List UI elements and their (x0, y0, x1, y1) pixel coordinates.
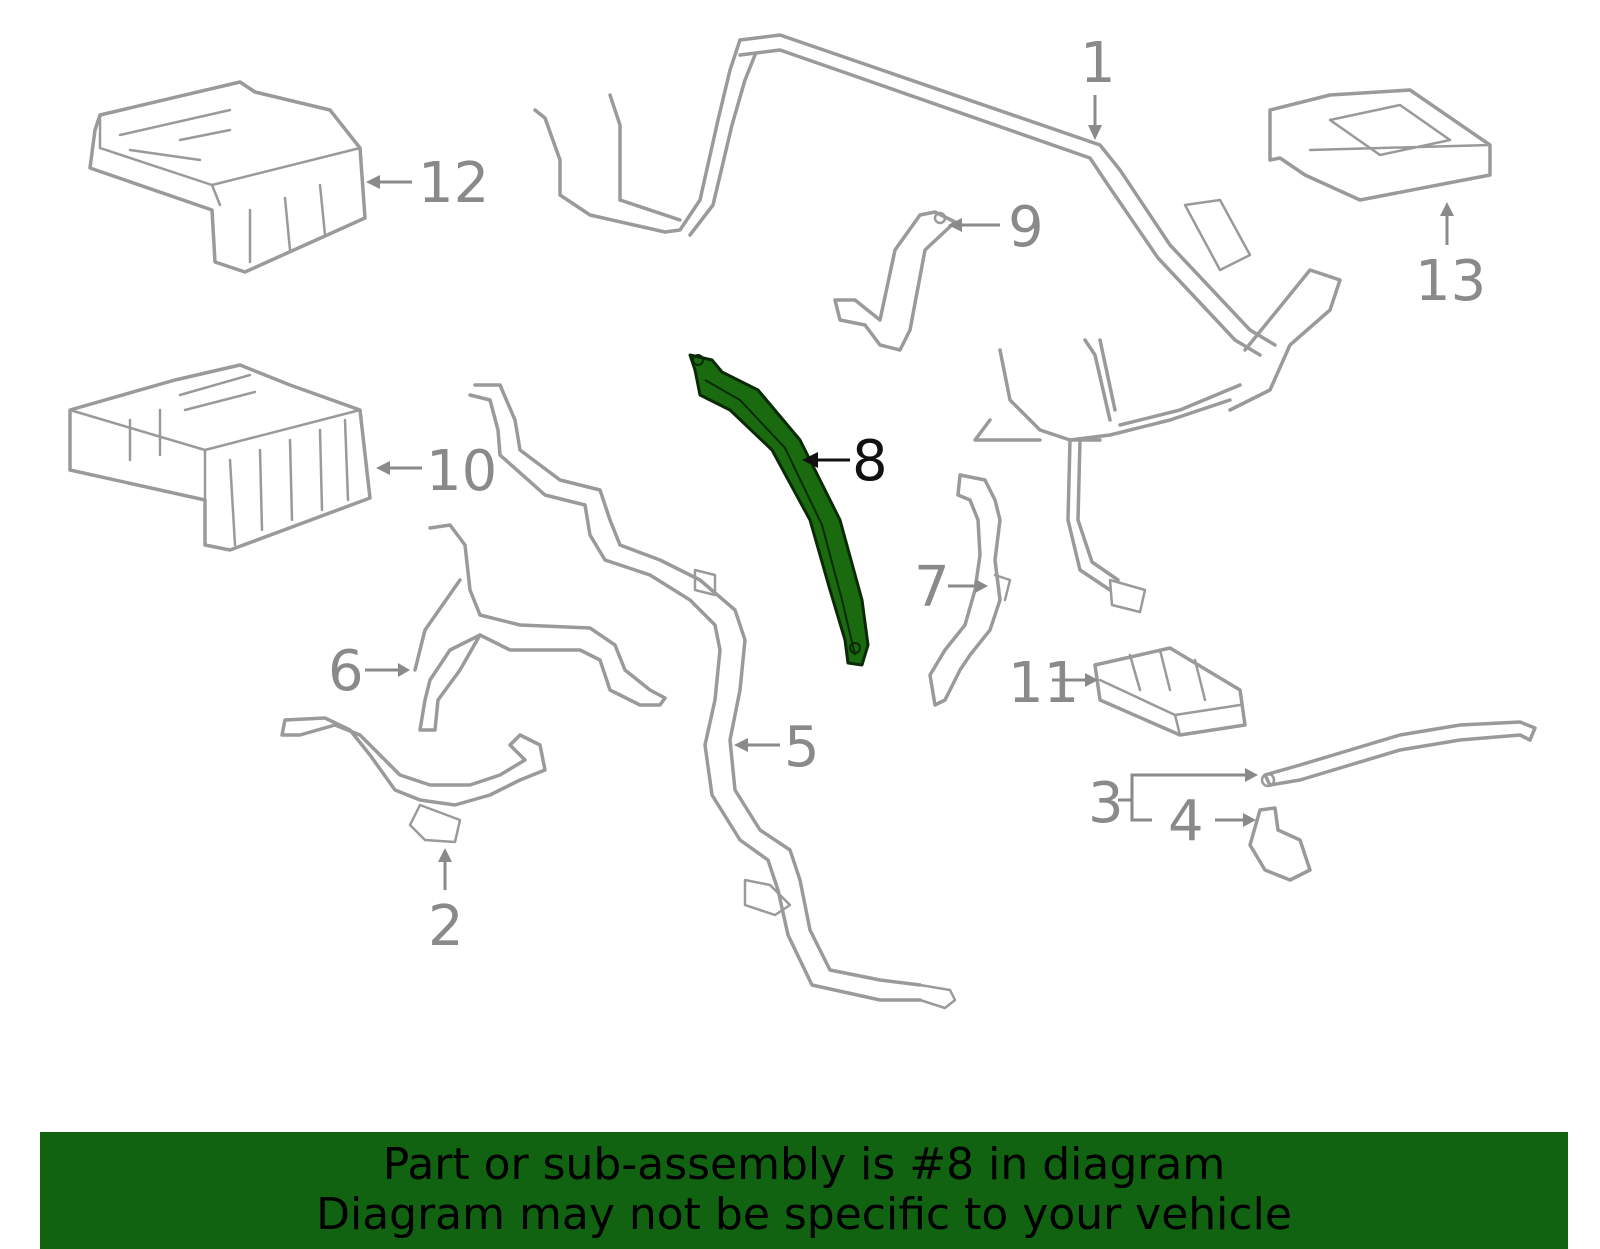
part-6-cable (413, 523, 667, 732)
info-banner: Part or sub-assembly is #8 in diagram Di… (40, 1132, 1568, 1249)
callout-label: 6 (328, 639, 364, 704)
callout-4: 4 (1168, 789, 1256, 854)
part-13-module (1268, 88, 1492, 202)
callout-label: 7 (914, 555, 950, 620)
banner-line-1: Part or sub-assembly is #8 in diagram (382, 1139, 1226, 1190)
callout-2: 2 (428, 848, 464, 959)
callout-label: 12 (418, 151, 489, 216)
callout-12: 12 (366, 151, 489, 216)
part-3-cable (1260, 720, 1537, 788)
callout-9: 9 (948, 195, 1044, 260)
part-2-cable (280, 716, 547, 844)
callout-label: 13 (1415, 249, 1486, 314)
callout-11: 11 (1008, 651, 1098, 716)
callout-label: 1 (1080, 31, 1116, 96)
callout-6: 6 (328, 639, 410, 704)
callout-10: 10 (376, 439, 497, 504)
part-5-cable (468, 383, 957, 1010)
callout-8[interactable]: 8 (802, 429, 888, 494)
part-10-fuse-box (68, 363, 372, 552)
callout-label: 9 (1008, 195, 1044, 260)
callout-label: 3 (1088, 771, 1124, 836)
part-1-main-harness (533, 33, 1342, 614)
callout-1: 1 (1080, 31, 1116, 140)
part-4-sensor (1248, 806, 1312, 882)
callout-label: 4 (1168, 789, 1204, 854)
callout-3: 3 (1088, 768, 1258, 836)
part-11-fuse-block (1093, 646, 1247, 737)
callout-label: 2 (428, 894, 464, 959)
banner-line-2: Diagram may not be specific to your vehi… (316, 1189, 1292, 1240)
callout-label: 10 (426, 439, 497, 504)
callout-5: 5 (734, 715, 820, 780)
part-9-cable (833, 210, 957, 352)
callout-label: 5 (784, 715, 820, 780)
callout-7: 7 (914, 555, 988, 620)
callout-label: 11 (1008, 651, 1079, 716)
callout-label-highlighted: 8 (852, 429, 888, 494)
part-12-fuse-cover (88, 80, 367, 274)
part-7-cable (928, 473, 1012, 707)
callout-13: 13 (1415, 202, 1486, 314)
part-8-strap-highlighted (688, 353, 870, 667)
